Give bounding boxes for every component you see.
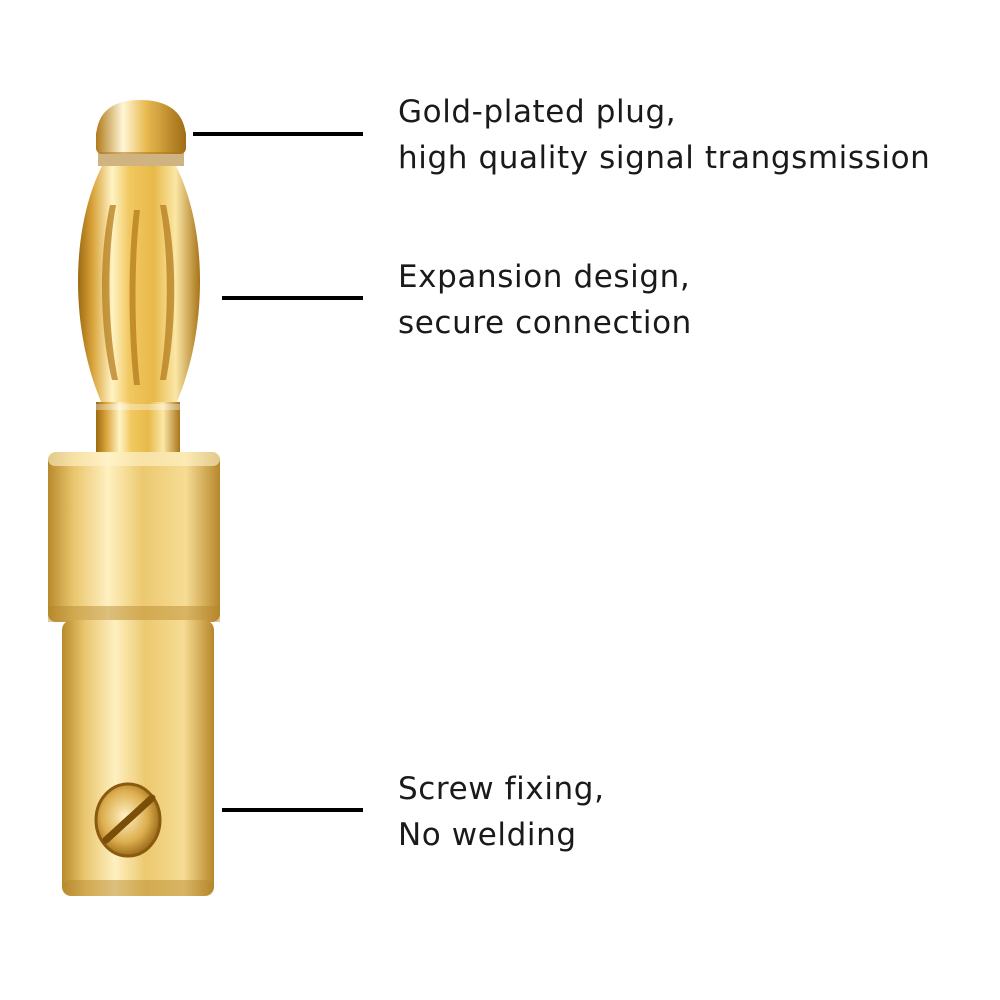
- callout-gold-plated-line1: Gold-plated plug,: [398, 94, 677, 130]
- callout-gold-plated-line2: high quality signal trangsmission: [398, 140, 931, 176]
- banana-plug-icon: [48, 100, 220, 896]
- callout-screw-fixing-line1: Screw fixing,: [398, 771, 605, 807]
- callout-expansion-design-line1: Expansion design,: [398, 259, 691, 295]
- callout-screw-fixing: Screw fixing, No welding: [398, 766, 605, 858]
- leader-line-spring: [222, 296, 363, 300]
- callout-expansion-design: Expansion design, secure connection: [398, 254, 692, 346]
- callout-screw-fixing-line2: No welding: [398, 817, 577, 853]
- leader-line-screw: [222, 808, 363, 812]
- leader-line-tip: [193, 132, 363, 136]
- callout-gold-plated: Gold-plated plug, high quality signal tr…: [398, 89, 930, 181]
- callout-expansion-design-line2: secure connection: [398, 305, 692, 341]
